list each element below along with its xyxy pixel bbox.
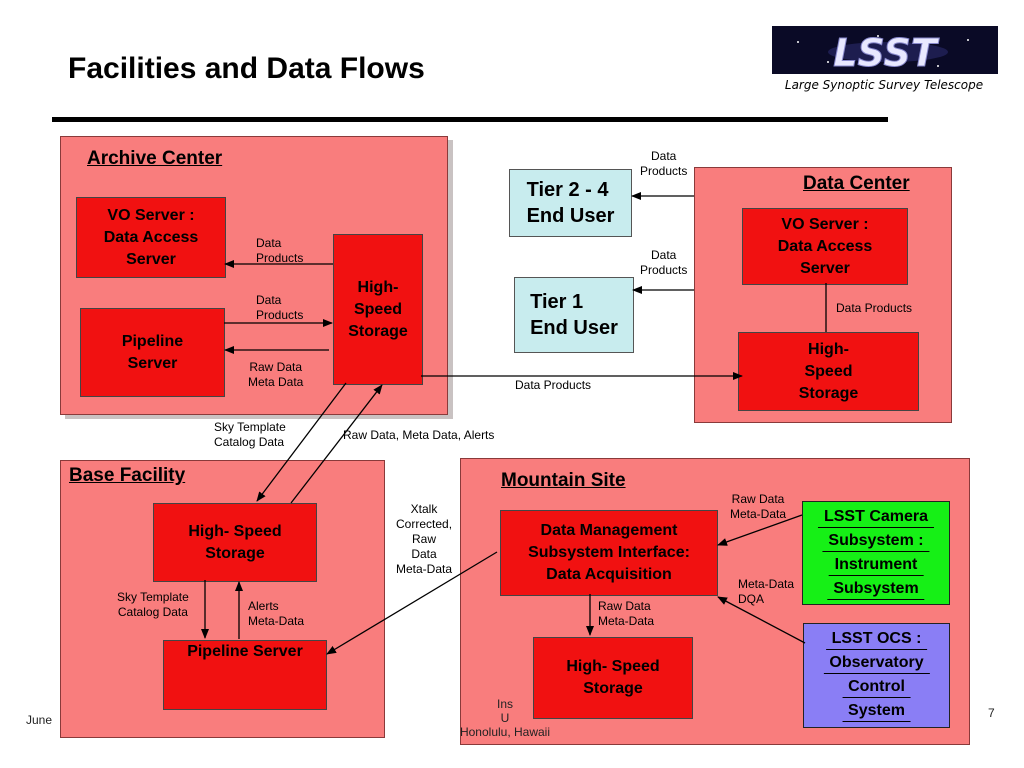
archive-pipeline-server: Pipeline Server bbox=[80, 308, 225, 397]
tier-1-end-user: Tier 1 End User bbox=[514, 277, 634, 353]
tier-2-4-lbl-data-products: Data Products bbox=[640, 149, 688, 178]
lbl-archive-to-data-center: Data Products bbox=[515, 378, 592, 392]
arrow-archive-to-base-storage bbox=[256, 382, 347, 502]
lsst-camera-subsystem: LSST Camera Subsystem : Instrument Subsy… bbox=[802, 501, 950, 605]
mountain-lbl-meta-dqa: Meta-Data DQA bbox=[738, 577, 795, 606]
camera-line-3: Instrument bbox=[828, 554, 924, 576]
lbl-sky-template-top: Sky Template Catalog Data bbox=[214, 420, 286, 449]
archive-storage: High- Speed Storage bbox=[333, 234, 423, 385]
mountain-lbl-raw-meta-down: Raw Data Meta-Data bbox=[598, 599, 655, 628]
footer-center: Ins U Honolulu, Hawaii bbox=[459, 697, 551, 739]
logo-tagline: Large Synoptic Survey Telescope bbox=[785, 78, 983, 92]
archive-lbl-data-products-1: Data Products bbox=[256, 236, 304, 265]
base-facility-title: Base Facility bbox=[69, 465, 186, 486]
lsst-logo: LSST Large Synoptic Survey Telescope bbox=[768, 22, 1000, 98]
camera-line-4: Subsystem bbox=[827, 578, 925, 600]
arrow-dm-to-base-pipeline bbox=[326, 551, 498, 655]
data-center-lbl-data-products: Data Products bbox=[836, 301, 913, 315]
ocs-line-3: Control bbox=[842, 676, 911, 698]
archive-lbl-raw-meta: Raw Data Meta Data bbox=[248, 360, 304, 389]
arrow-base-storage-to-archive bbox=[290, 384, 383, 504]
ocs-line-4: System bbox=[842, 700, 911, 722]
data-center-vo-server: VO Server : Data Access Server bbox=[742, 208, 908, 285]
archive-center-title: Archive Center bbox=[87, 148, 223, 169]
ocs-line-1: LSST OCS : bbox=[825, 628, 928, 650]
data-center-title: Data Center bbox=[803, 173, 910, 194]
camera-line-2: Subsystem : bbox=[822, 530, 930, 552]
base-pipeline-server: Pipeline Server bbox=[163, 640, 327, 710]
lbl-raw-meta-alerts: Raw Data, Meta Data, Alerts bbox=[343, 428, 495, 442]
base-lbl-alerts: Alerts Meta-Data bbox=[248, 599, 305, 628]
mountain-site-title: Mountain Site bbox=[501, 470, 626, 491]
mountain-storage: High- Speed Storage bbox=[533, 637, 693, 719]
slide-title: Facilities and Data Flows bbox=[68, 52, 425, 85]
base-lbl-sky-template: Sky Template Catalog Data bbox=[117, 590, 189, 619]
lbl-xtalk: Xtalk Corrected, Raw Data Meta-Data bbox=[396, 502, 453, 576]
footer-left: June bbox=[26, 713, 53, 727]
svg-text:LSST: LSST bbox=[833, 31, 940, 75]
mountain-dm-interface: Data Management Subsystem Interface: Dat… bbox=[500, 510, 718, 596]
ocs-line-2: Observatory bbox=[823, 652, 930, 674]
mountain-lbl-raw-meta-cam: Raw Data Meta-Data bbox=[730, 492, 787, 521]
page-number: 7 bbox=[988, 706, 995, 720]
camera-line-1: LSST Camera bbox=[817, 506, 935, 528]
lsst-ocs-subsystem: LSST OCS : Observatory Control System bbox=[803, 623, 950, 728]
title-divider bbox=[52, 117, 888, 122]
archive-vo-server: VO Server : Data Access Server bbox=[76, 197, 226, 278]
base-storage: High- Speed Storage bbox=[153, 503, 317, 582]
arrow-camera-to-dm bbox=[717, 514, 803, 546]
tier-2-4-end-user: Tier 2 - 4 End User bbox=[509, 169, 632, 237]
tier-1-lbl-data-products: Data Products bbox=[640, 248, 688, 277]
data-center-storage: High- Speed Storage bbox=[738, 332, 919, 411]
archive-lbl-data-products-2: Data Products bbox=[256, 293, 304, 322]
arrow-ocs-to-dm bbox=[717, 596, 806, 644]
